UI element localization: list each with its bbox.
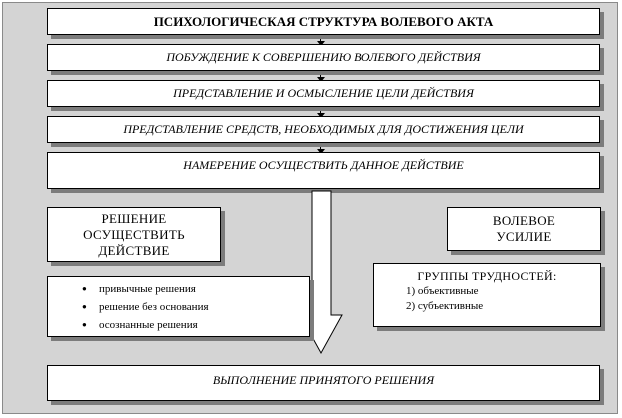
step-intention: НАМЕРЕНИЕ ОСУЩЕСТВИТЬ ДАННОЕ ДЕЙСТВИЕ [47,152,600,189]
difficulty-group-item: 1) объективные [406,285,479,297]
difficulty-group-item: 2) субъективные [406,300,484,312]
decision-box: РЕШЕНИЕ ОСУЩЕСТВИТЬ ДЕЙСТВИЕ [47,207,221,262]
diagram-title: ПСИХОЛОГИЧЕСКАЯ СТРУКТУРА ВОЛЕВОГО АКТА [47,8,600,35]
step-goal: ПРЕДСТАВЛЕНИЕ И ОСМЫСЛЕНИЕ ЦЕЛИ ДЕЙСТВИЯ [47,80,600,107]
result-box: ВЫПОЛНЕНИЕ ПРИНЯТОГО РЕШЕНИЯ [47,365,600,401]
decision-line-3: ДЕЙСТВИЕ [98,242,170,258]
decision-type-item: решение без основания [82,298,209,316]
difficulty-groups-title: ГРУППЫ ТРУДНОСТЕЙ: [417,269,557,283]
connector-2 [320,71,321,78]
decision-type-item: привычные решения [82,280,209,298]
decision-types-box: привычные решения решение без основания … [47,276,310,337]
connector-3 [320,107,321,114]
connector-4-tip [317,149,325,154]
connector-1-tip [317,41,325,46]
difficulty-groups-box: ГРУППЫ ТРУДНОСТЕЙ: 1) объективные 2) суб… [373,263,601,327]
connector-2-tip [317,77,325,82]
effort-line-1: ВОЛЕВОЕ [492,213,556,228]
effort-box: ВОЛЕВОЕ УСИЛИЕ [447,207,601,251]
effort-line-2: УСИЛИЕ [496,229,552,244]
decision-line-2: ОСУЩЕСТВИТЬ [83,226,185,242]
step-means: ПРЕДСТАВЛЕНИЕ СРЕДСТВ, НЕОБХОДИМЫХ ДЛЯ Д… [47,116,600,143]
decision-type-item: осознанные решения [82,316,209,334]
connector-1 [320,35,321,42]
step-motivation: ПОБУЖДЕНИЕ К СОВЕРШЕНИЮ ВОЛЕВОГО ДЕЙСТВИ… [47,44,600,71]
connector-3-tip [317,113,325,118]
decision-line-1: РЕШЕНИЕ [101,210,167,226]
connector-4 [320,143,321,150]
decision-types-list: привычные решения решение без основания … [82,280,209,334]
